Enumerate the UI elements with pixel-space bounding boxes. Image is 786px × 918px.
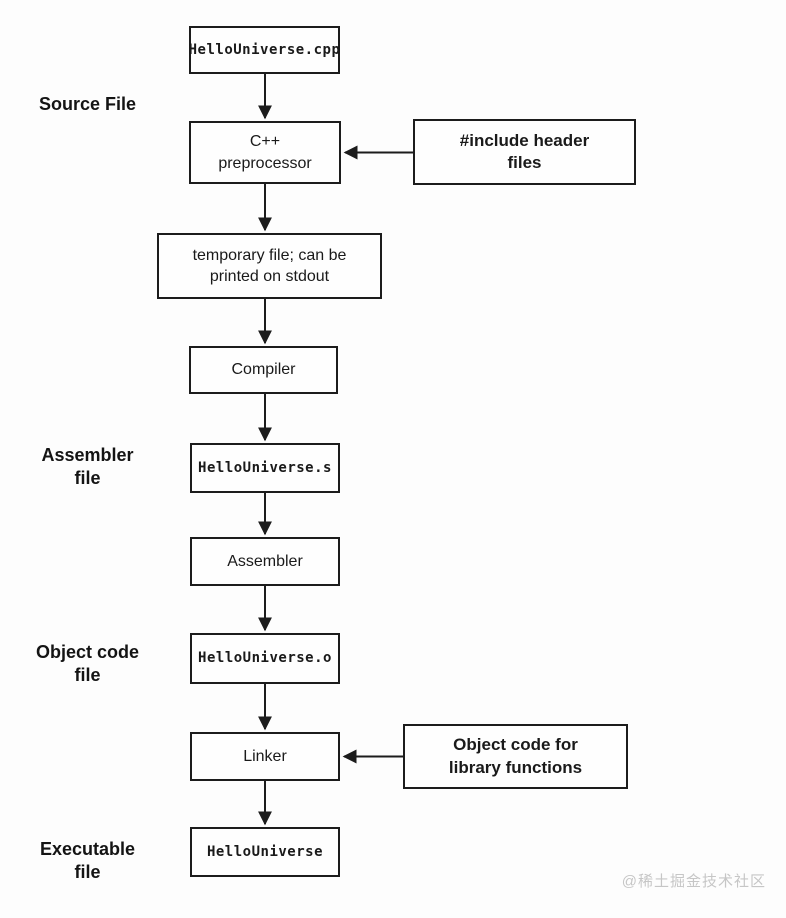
node-assembler: Assembler xyxy=(190,537,340,586)
node-object-file: HelloUniverse.o xyxy=(190,633,340,684)
side-label-object-code-file: Object code file xyxy=(35,642,140,686)
node-preprocessor: C++ preprocessor xyxy=(189,121,341,184)
node-compiler: Compiler xyxy=(189,346,338,394)
node-executable: HelloUniverse xyxy=(190,827,340,877)
node-library-objects: Object code for library functions xyxy=(403,724,628,789)
node-temporary-file: temporary file; can be printed on stdout xyxy=(157,233,382,299)
node-include-headers: #include header files xyxy=(413,119,636,185)
node-linker: Linker xyxy=(190,732,340,781)
node-source-file: HelloUniverse.cpp xyxy=(189,26,340,74)
side-label-executable-file: Executable file xyxy=(39,839,136,883)
side-label-assembler-file: Assembler file xyxy=(41,445,134,489)
side-label-source-file: Source File xyxy=(38,94,137,114)
node-assembly-file: HelloUniverse.s xyxy=(190,443,340,493)
watermark: @稀土掘金技术社区 xyxy=(621,873,766,890)
